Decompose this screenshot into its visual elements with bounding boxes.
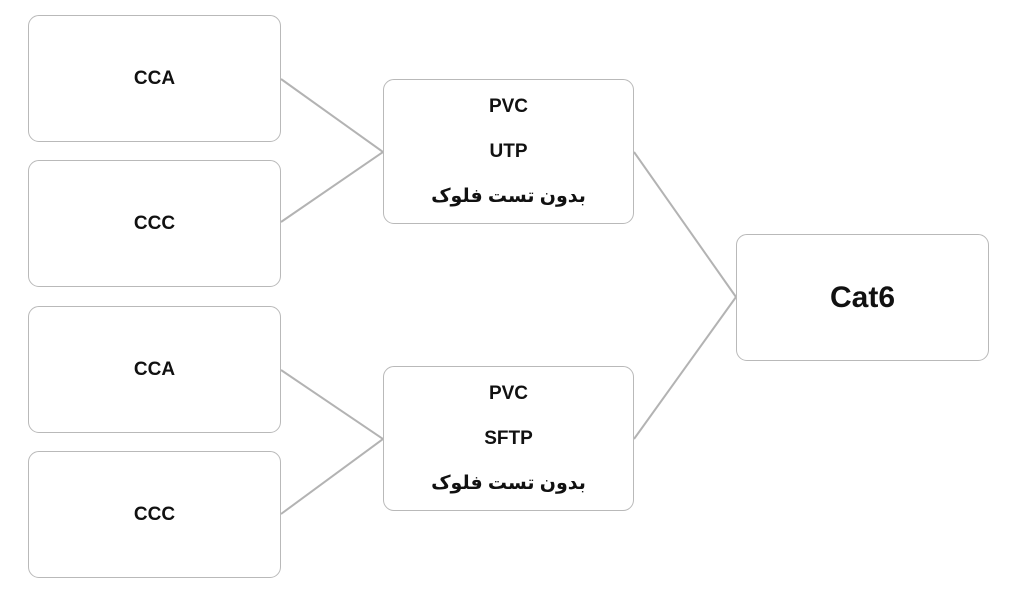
leaf-label: CCA	[133, 358, 176, 380]
leaf-box-ccc-top: CCC	[28, 160, 281, 287]
middle-line-shield: SFTP	[484, 428, 533, 449]
leaf-label: CCC	[133, 212, 176, 234]
connector-mid1-root	[633, 151, 737, 298]
connector-mid2-root	[633, 296, 737, 440]
leaf-label: CCA	[133, 67, 176, 89]
root-box-cat6: Cat6	[736, 234, 989, 361]
middle-box-utp: PVC UTP بدون تست فلوک	[383, 79, 634, 224]
connector-leaf3-mid2	[280, 369, 384, 440]
leaf-label: CCC	[133, 503, 176, 525]
middle-box-sftp: PVC SFTP بدون تست فلوک	[383, 366, 634, 511]
leaf-box-ccc-bottom: CCC	[28, 451, 281, 578]
leaf-box-cca-bottom: CCA	[28, 306, 281, 433]
middle-line-shield: UTP	[489, 141, 528, 162]
middle-line-jacket: PVC	[488, 383, 529, 404]
root-label: Cat6	[829, 280, 896, 314]
middle-line-test: بدون تست فلوک	[431, 473, 586, 494]
connector-leaf4-mid2	[280, 438, 384, 515]
middle-line-jacket: PVC	[488, 96, 529, 117]
connector-leaf2-mid1	[280, 151, 384, 223]
connector-leaf1-mid1	[280, 78, 384, 153]
leaf-box-cca-top: CCA	[28, 15, 281, 142]
middle-line-test: بدون تست فلوک	[431, 186, 586, 207]
